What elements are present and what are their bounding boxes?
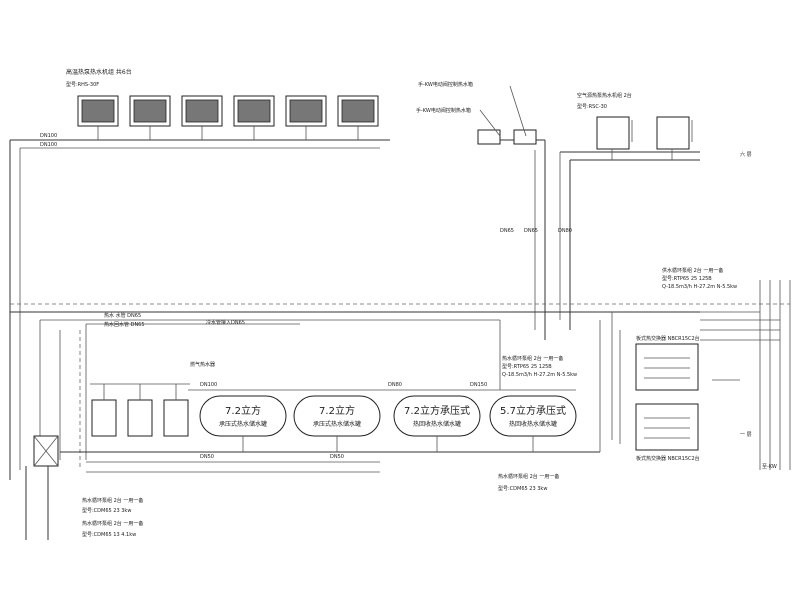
dn-label: DN80 xyxy=(388,382,402,388)
pipe-note-hot: 热水回水管 DN65 xyxy=(104,321,145,328)
pump-group-2-spec: Q-18.5m3/h H-27.2m N-5.5kw xyxy=(502,372,577,378)
pump-group-2-title: 热水循环泵组 2台 一用一备 xyxy=(502,355,563,362)
dn-label: DN80 xyxy=(558,228,572,234)
heat-pump-unit xyxy=(233,95,275,127)
heat-pump-unit xyxy=(337,95,379,127)
pipe-note-cold: 热水 水管 DN65 xyxy=(104,312,141,319)
pipe-note-right-bottom: 至-KW xyxy=(762,464,777,470)
pipe-note-supply: 冷水管接入DN65 xyxy=(206,319,245,326)
solenoid-label-1: 手-KW电动阀控制热水箱 xyxy=(418,81,473,88)
heat-exchanger: 板式热交换器 NBCR15C2台 xyxy=(635,403,700,462)
water-heater-1 xyxy=(91,399,117,437)
tank-1-line1: 7.2立方 xyxy=(225,404,261,417)
water-heater-2 xyxy=(127,399,153,437)
solenoid-label-2: 手-KW电动阀控制热水箱 xyxy=(416,107,471,114)
dn-label: DN100 xyxy=(40,133,57,139)
heat-pump-title: 高温热泵热水机组 共6台 xyxy=(66,68,132,76)
heat-pump-unit xyxy=(129,95,171,127)
storage-tank: 7.2立方承压式 热回收热水储水罐 xyxy=(393,395,481,437)
heat-pump-unit xyxy=(285,95,327,127)
dn-label: DN65 xyxy=(500,228,514,234)
dn-label: DN50 xyxy=(330,454,344,460)
dn-label: DN50 xyxy=(200,454,214,460)
dn-label: DN100 xyxy=(40,142,57,148)
heat-pump-model: 型号:RHS-30F xyxy=(66,81,99,88)
tank-pipes xyxy=(60,389,600,473)
fan-coil-unit-1 xyxy=(596,116,630,150)
solenoid-box-2 xyxy=(513,129,537,145)
floor-label-lower: 一 层 xyxy=(740,432,752,438)
pump-group-3-model: 型号:CDM65 23 3kw xyxy=(498,485,547,492)
solenoid-box-1 xyxy=(477,129,501,145)
heat-pump-units xyxy=(77,95,379,127)
water-heater-label: 燃气热水器 xyxy=(190,361,215,368)
storage-tank: 5.7立方承压式 热回收热水储水罐 xyxy=(489,395,577,437)
fan-coil-model: 型号:RSC-30 xyxy=(577,103,607,110)
dn-label: DN65 xyxy=(524,228,538,234)
exchanger-1-label: 板式热交换器 NBCR15C2台 xyxy=(636,335,700,342)
fan-coil-title: 空气源热泵热水机组 2台 xyxy=(577,92,632,99)
floor-label-upper: 六 层 xyxy=(740,151,752,158)
heat-pump-unit xyxy=(181,95,223,127)
dn-label: DN100 xyxy=(200,382,217,388)
tank-2-line1: 7.2立方 xyxy=(319,404,355,417)
pump-group-5-title: 热水循环泵组 2台 一用一备 xyxy=(82,520,143,527)
water-heater-3 xyxy=(163,399,189,437)
heat-pump-unit xyxy=(77,95,119,127)
pump-group-1-model: 型号:RTP65 25 125B xyxy=(662,275,712,282)
storage-tank: 7.2立方 承压式热水储水罐 xyxy=(199,395,287,437)
heat-pump-header-pipes xyxy=(9,126,390,480)
dn-label: DN150 xyxy=(470,382,487,388)
tank-1-line2: 承压式热水储水罐 xyxy=(219,420,267,428)
heat-exchanger: 板式热交换器 NBCR15C2台 xyxy=(635,335,700,391)
tank-4-line2: 热回收热水储水罐 xyxy=(509,420,557,428)
inlet-exchanger xyxy=(25,435,59,540)
tank-4-line1: 5.7立方承压式 xyxy=(500,404,566,417)
exchanger-2-label: 板式热交换器 NBCR15C2台 xyxy=(636,455,700,462)
pump-group-5-model: 型号:CDM65 13 4.1kw xyxy=(82,531,136,538)
tank-3-line1: 7.2立方承压式 xyxy=(404,404,470,417)
storage-tank: 7.2立方 承压式热水储水罐 xyxy=(293,395,381,437)
pump-group-2-model: 型号:RTP65 25 125B xyxy=(502,363,552,370)
pump-group-4-title: 热水循环泵组 2台 一用一备 xyxy=(82,497,143,504)
pump-group-3-title: 热水循环泵组 2台 一用一备 xyxy=(498,473,559,480)
tank-3-line2: 热回收热水储水罐 xyxy=(413,420,461,428)
pump-group-1-title: 供水循环泵组 2台 一用一备 xyxy=(662,267,723,274)
fan-coil-unit-2 xyxy=(656,116,690,150)
tank-2-line2: 承压式热水储水罐 xyxy=(313,420,361,428)
pump-group-1-spec: Q-18.5m3/h H-27.2m N-5.5kw xyxy=(662,284,737,290)
right-side-pipes xyxy=(599,280,791,470)
pump-group-4-model: 型号:CDM65 23 3kw xyxy=(82,507,131,514)
